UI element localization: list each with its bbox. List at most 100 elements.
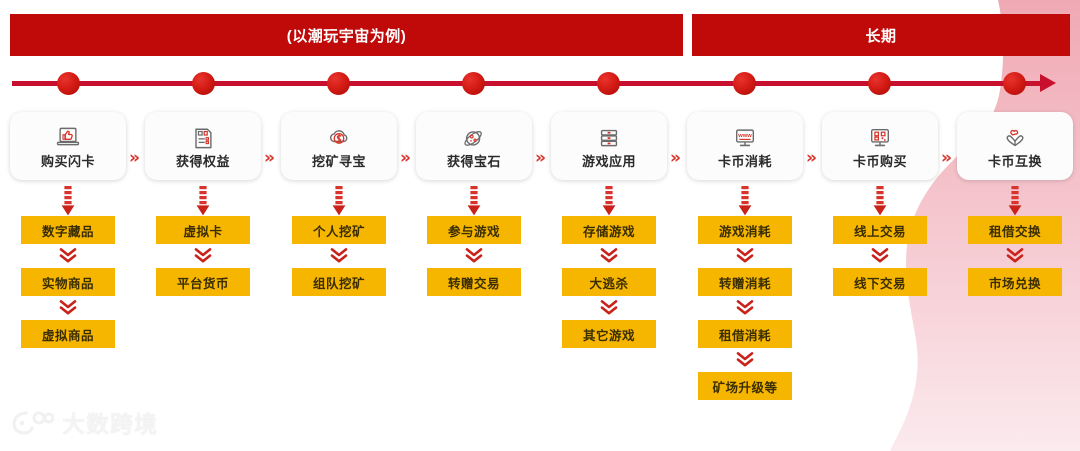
step-connector [1005, 244, 1025, 268]
step-box[interactable]: 虚拟卡 [156, 216, 250, 244]
flow-column: 卡币购买线上交易线下交易 [822, 112, 938, 296]
step-box[interactable]: 虚拟商品 [21, 320, 115, 348]
step-box[interactable]: 个人挖矿 [292, 216, 386, 244]
planet-gem-icon [460, 124, 488, 152]
stage-card-7[interactable]: 卡币购买 [822, 112, 938, 180]
step-connector [58, 244, 78, 268]
flow-column: 挖矿寻宝个人挖矿组队挖矿 [281, 112, 397, 296]
stage-card-5[interactable]: 游戏应用 [551, 112, 667, 180]
chevron-down-connector [600, 248, 618, 263]
step-box[interactable]: 线上交易 [833, 216, 927, 244]
dashed-arrow-wrap [196, 180, 210, 216]
chevron-down-connector [736, 248, 754, 263]
step-box[interactable]: 存储游戏 [562, 216, 656, 244]
step-box[interactable]: 游戏消耗 [698, 216, 792, 244]
dashed-arrow-wrap [1008, 180, 1022, 216]
step-box[interactable]: 租借消耗 [698, 320, 792, 348]
card-separator-chevron: » [400, 148, 411, 168]
card-separator-chevron: » [129, 148, 140, 168]
stage-card-3[interactable]: 挖矿寻宝 [281, 112, 397, 180]
timeline-node [192, 72, 215, 95]
step-box[interactable]: 组队挖矿 [292, 268, 386, 296]
dashed-arrow-wrap [738, 180, 752, 216]
step-connector [193, 244, 213, 268]
banner-longterm: 长期 [692, 14, 1070, 56]
flow-column: 游戏应用存储游戏大逃杀其它游戏 [551, 112, 667, 348]
monitor-www-icon: www [731, 124, 759, 152]
step-connector [599, 296, 619, 320]
header-banners: (以潮玩宇宙为例) 长期 [0, 14, 1080, 56]
timeline-node [327, 72, 350, 95]
flow-column: 卡币互换租借交换市场兑换 [957, 112, 1073, 296]
stage-card-label: 游戏应用 [581, 154, 636, 169]
dashed-down-arrow [873, 186, 887, 216]
dashed-down-arrow [61, 186, 75, 216]
stage-card-1[interactable]: 购买闪卡 [10, 112, 126, 180]
svg-text:www: www [737, 133, 752, 139]
step-box[interactable]: 大逃杀 [562, 268, 656, 296]
step-box[interactable]: 市场兑换 [968, 268, 1062, 296]
timeline-node [733, 72, 756, 95]
step-box[interactable]: 矿场升级等 [698, 372, 792, 400]
stage-card-label: 挖矿寻宝 [311, 154, 366, 169]
step-connector [735, 296, 755, 320]
stage-card-8[interactable]: 卡币互换 [957, 112, 1073, 180]
step-box[interactable]: 租借交换 [968, 216, 1062, 244]
step-box[interactable]: 参与游戏 [427, 216, 521, 244]
timeline-node [1003, 72, 1026, 95]
timeline-line [12, 81, 1048, 86]
dashed-arrow-wrap [61, 180, 75, 216]
step-box[interactable]: 平台货币 [156, 268, 250, 296]
stage-card-label: 卡币互换 [987, 154, 1042, 169]
chevron-down-connector [736, 352, 754, 367]
document-list-icon [189, 124, 217, 152]
step-box[interactable]: 转赠交易 [427, 268, 521, 296]
dashed-down-arrow [602, 186, 616, 216]
step-box[interactable]: 线下交易 [833, 268, 927, 296]
cloud-mining-icon [325, 124, 353, 152]
dashed-arrow-wrap [332, 180, 346, 216]
step-connector [58, 296, 78, 320]
chevron-down-connector [1006, 248, 1024, 263]
chevron-down-connector [59, 300, 77, 315]
stage-card-label: 获得宝石 [446, 154, 501, 169]
chevron-down-connector [194, 248, 212, 263]
chevron-down-connector [871, 248, 889, 263]
stage-card-4[interactable]: 获得宝石 [416, 112, 532, 180]
server-stack-icon [595, 124, 623, 152]
flow-column: 购买闪卡数字藏品实物商品虚拟商品 [10, 112, 126, 348]
banner-example-label: (以潮玩宇宙为例) [286, 27, 407, 45]
dashed-down-arrow [467, 186, 481, 216]
banner-longterm-label: 长期 [865, 27, 897, 45]
timeline-arrowhead [1040, 74, 1056, 92]
step-connector [735, 244, 755, 268]
timeline-node [868, 72, 891, 95]
step-box[interactable]: 数字藏品 [21, 216, 115, 244]
timeline-node [597, 72, 620, 95]
dashed-arrow-wrap [873, 180, 887, 216]
dashed-down-arrow [196, 186, 210, 216]
flow-column: 获得宝石参与游戏转赠交易 [416, 112, 532, 296]
dashed-down-arrow [738, 186, 752, 216]
dashed-down-arrow [332, 186, 346, 216]
dashed-arrow-wrap [602, 180, 616, 216]
stage-card-2[interactable]: 获得权益 [145, 112, 261, 180]
step-connector [599, 244, 619, 268]
card-separator-chevron: » [264, 148, 275, 168]
step-box[interactable]: 其它游戏 [562, 320, 656, 348]
timeline-node [57, 72, 80, 95]
card-separator-chevron: » [535, 148, 546, 168]
step-box[interactable]: 实物商品 [21, 268, 115, 296]
chevron-down-connector [736, 300, 754, 315]
card-separator-chevron: » [941, 148, 952, 168]
step-box[interactable]: 转赠消耗 [698, 268, 792, 296]
laptop-thumbsup-icon [54, 124, 82, 152]
step-connector [870, 244, 890, 268]
flow-column: 获得权益虚拟卡平台货币 [145, 112, 261, 296]
card-separator-chevron: » [806, 148, 817, 168]
step-connector [329, 244, 349, 268]
step-connector [735, 348, 755, 372]
stage-card-label: 获得权益 [175, 154, 230, 169]
